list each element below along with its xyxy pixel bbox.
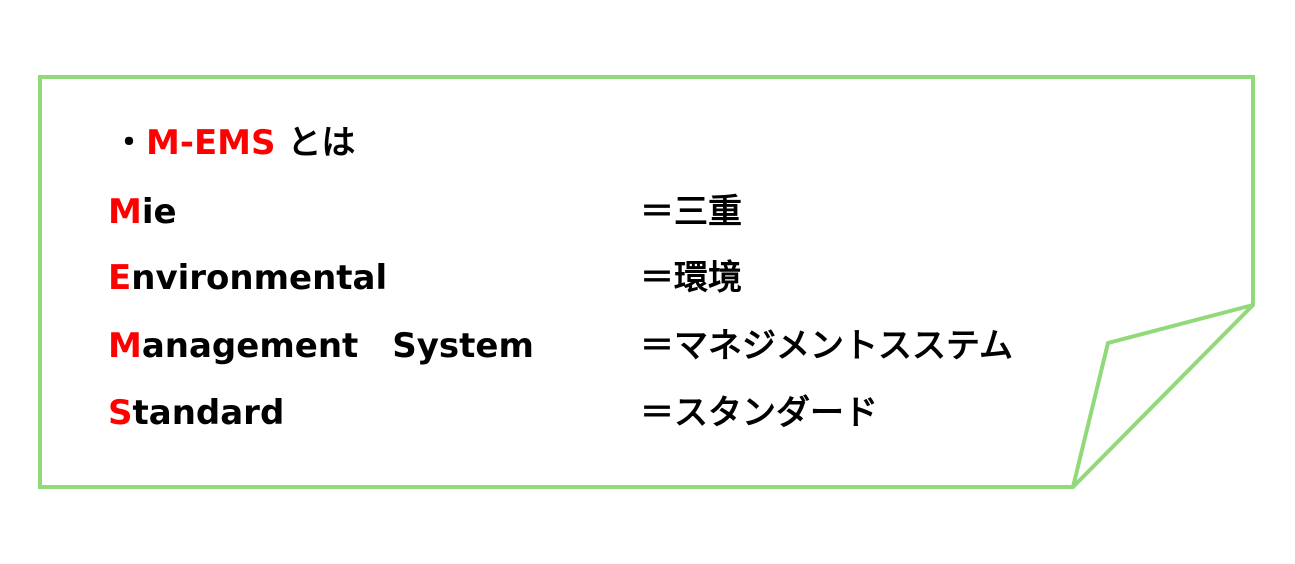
initial-letter: M [108,192,142,232]
heading-suffix: とは [275,123,356,163]
row-meaning-environmental: ＝環境 [640,258,742,298]
heading-term: M-EMS [146,123,276,163]
term-rest: ie [141,192,177,232]
term-rest: tandard [132,393,285,433]
heading: ・M-EMS とは [112,123,355,163]
term-rest: anagement System [141,326,534,366]
row-term-standard: Standard [108,393,284,433]
initial-letter: S [108,393,133,433]
row-term-environmental: Environmental [108,258,387,298]
row-term-mie: Mie [108,192,177,232]
initial-letter: E [108,258,132,298]
row-term-management-system: Management System [108,326,534,366]
page-curl [1071,303,1254,488]
row-meaning-standard: ＝スタンダード [640,393,878,433]
row-meaning-mie: ＝三重 [640,192,742,232]
term-rest: nvironmental [131,258,388,298]
initial-letter: M [108,326,142,366]
note-border [38,75,1255,489]
row-meaning-management-system: ＝マネジメントスステム [640,326,1013,366]
heading-bullet: ・ [112,123,146,163]
